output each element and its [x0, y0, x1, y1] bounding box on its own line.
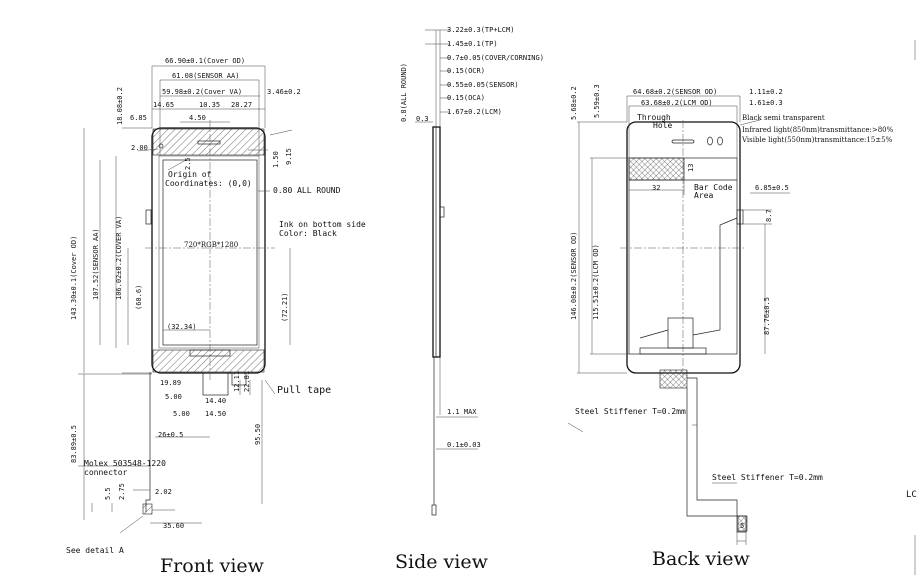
front-d3234: (32.34): [167, 323, 197, 331]
front-detail: See detail A: [66, 546, 124, 555]
front-hole: [158, 143, 164, 149]
back-d559: 5.59±0.3: [593, 84, 601, 118]
front-d7221: (72.21): [281, 292, 289, 322]
front-bottom-hatch: [152, 349, 265, 373]
back-d568: 5.68±0.2: [570, 86, 578, 120]
front-offset-right: 3.46±0.2: [267, 88, 301, 96]
front-d150: 1.50: [272, 151, 280, 168]
side-view-title: Side view: [395, 551, 489, 573]
front-cover-od: 66.90±0.1(Cover OD): [165, 57, 245, 65]
back-d8776: 87.76±0.5: [763, 297, 771, 335]
front-view: [78, 65, 293, 534]
front-origin-1: Origin of: [168, 170, 212, 179]
front-d1035: 10.35: [199, 101, 220, 109]
back-lcm-od-h: 115.51±0.2(LCM OD): [592, 244, 600, 320]
front-d500b: 5.00: [173, 410, 190, 418]
front-d3560: 35.60: [163, 522, 184, 530]
front-cover-va: 59.98±0.2(Cover VA): [162, 88, 242, 96]
front-d26: 26±0.5: [158, 431, 183, 439]
side-all-round: 0.8(ALL ROUND): [400, 63, 408, 122]
edge-lc: LC: [906, 490, 917, 500]
back-d87: 8.7: [765, 209, 773, 222]
front-cover-outline: [151, 127, 266, 374]
front-ink-2: Color: Black: [279, 229, 337, 238]
back-lcm-od: 63.68±0.2(LCM OD): [641, 99, 713, 107]
front-d202: 2.02: [155, 488, 172, 496]
front-d500a: 5.00: [165, 393, 182, 401]
back-d32: 32: [652, 184, 660, 192]
back-view: [567, 95, 790, 545]
side-oca: 0.15(OCA): [447, 94, 485, 102]
back-infrared: Infrared light(850nm)transmittance:>80%: [742, 126, 894, 134]
front-hole-dim: 2.00: [131, 144, 148, 152]
back-stiffener-label-2: Steel Stiffener T=0.2mm: [712, 473, 823, 482]
front-d450: 4.50: [189, 114, 206, 122]
front-cover-va-h: 106.02±0.2(COVER VA): [115, 216, 123, 300]
back-sensor-od: 64.68±0.2(SENSOR OD): [633, 88, 717, 96]
front-origin-2: Coordinates: (0,0): [165, 179, 252, 188]
side-ocr: 0.15(OCR): [447, 67, 485, 75]
front-d2827: 28.27: [231, 101, 252, 109]
front-fpc-tab: [189, 349, 231, 357]
front-d1450: 14.50: [205, 410, 226, 418]
front-d55: 5.5: [104, 487, 112, 500]
side-tp-lcm: 3.22±0.3(TP+LCM): [447, 26, 514, 34]
front-top-hatch: [152, 128, 265, 156]
front-molex-1: Molex 503548-1220: [84, 459, 166, 468]
side-d01: 0.1±0.03: [447, 441, 481, 449]
back-view-title: Back view: [652, 548, 751, 570]
back-stiffener-1: [659, 369, 688, 389]
front-connector: [142, 503, 153, 515]
side-tp: 1.45±0.1(TP): [447, 40, 498, 48]
front-top-18: 18.08±0.2: [116, 87, 124, 125]
front-d1989: 19.89: [160, 379, 181, 387]
back-d161: 1.61±0.3: [749, 99, 783, 107]
front-speaker-slot: [197, 140, 221, 145]
front-d275: 2.75: [118, 483, 126, 500]
front-d9550: 95.50: [254, 424, 262, 445]
side-cover: 0.7±0.05(COVER/CORNING): [447, 54, 544, 62]
back-d111: 1.11±0.2: [749, 88, 783, 96]
side-sensor: 0.55±0.05(SENSOR): [447, 81, 519, 89]
front-d2281: 22.81: [243, 371, 251, 392]
back-sensor-od-h: 146.08±0.2(SENSOR OD): [570, 231, 578, 320]
back-d685: 6.85±0.5: [755, 184, 789, 192]
side-profile: [432, 126, 441, 358]
front-view-title: Front view: [160, 555, 265, 577]
side-view: [415, 29, 478, 516]
back-stiffener-2: [737, 515, 748, 532]
front-d25: 2.5: [184, 157, 192, 170]
side-d03: 0.3: [416, 115, 429, 123]
front-d1440: 14.40: [205, 397, 226, 405]
back-stiffener-label-1: Steel Stiffener T=0.2mm: [575, 407, 686, 416]
front-pull-tape: Pull tape: [277, 385, 331, 396]
front-sensor-aa-h: 107.52(SENSOR AA): [92, 228, 100, 300]
back-through-2: Hole: [653, 121, 672, 130]
front-d1465: 14.65: [153, 101, 174, 109]
front-cover-od-h: 143.30±0.1(Cover OD): [70, 236, 78, 320]
front-all-round: 0.80 ALL ROUND: [273, 186, 341, 195]
back-black-semi: Black semi transparent: [742, 114, 825, 122]
front-d1211: 12.11: [233, 371, 241, 392]
side-lcm: 1.67±0.2(LCM): [447, 108, 502, 116]
back-barcode-2: Area: [694, 191, 713, 200]
front-resolution: 720*RGB*1280: [184, 241, 238, 249]
front-molex-2: connector: [84, 468, 128, 477]
side-max: 1.1 MAX: [447, 408, 477, 416]
back-barcode-1: Bar Code: [694, 183, 733, 192]
back-through-1: Through: [637, 113, 671, 122]
front-sensor-aa: 61.08(SENSOR AA): [172, 72, 239, 80]
front-ink-1: Ink on bottom side: [279, 220, 366, 229]
front-d915: 9.15: [285, 148, 293, 165]
back-barcode-area: [628, 157, 685, 181]
back-d13: 13: [687, 164, 695, 172]
front-d606: (60.6): [135, 285, 143, 310]
front-d8389: 83.89±0.5: [70, 425, 78, 463]
back-visible: Visible light(550nm)transmittance:15±5%: [741, 136, 893, 144]
back-d5: 5: [740, 522, 744, 530]
front-d685: 6.85: [130, 114, 147, 122]
front-va-line: [158, 155, 260, 349]
